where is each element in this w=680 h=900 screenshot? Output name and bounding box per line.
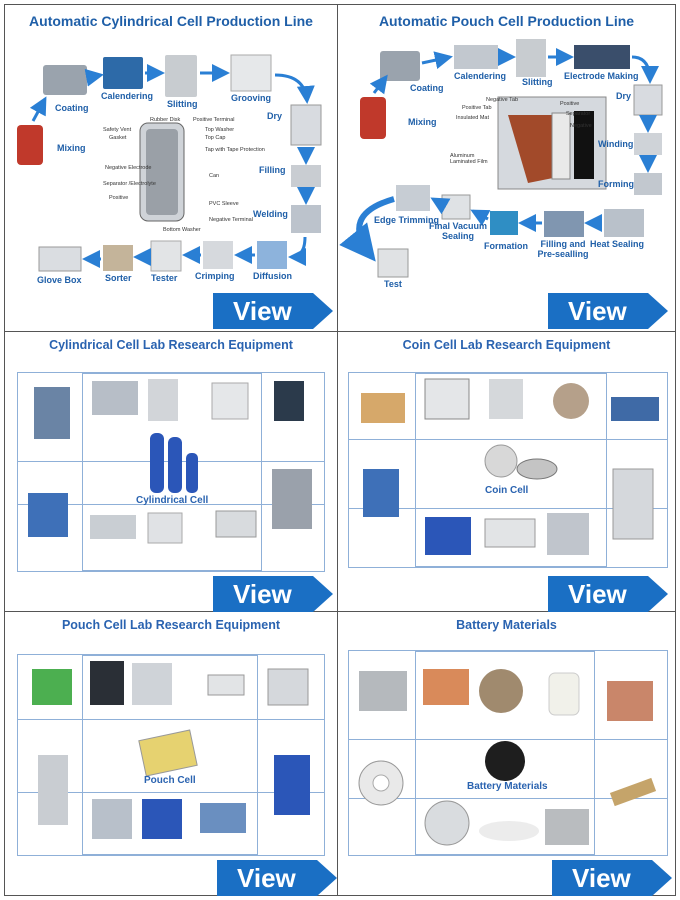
- step-label: Filling: [259, 165, 286, 175]
- page-title: Automatic Cylindrical Cell Production Li…: [29, 13, 313, 29]
- arrow-right-icon: [217, 860, 337, 896]
- part-label: Positive Terminal: [193, 117, 235, 123]
- row-divider-1: [5, 331, 675, 332]
- step-label: Forming: [598, 179, 634, 189]
- part-label: PVC Sleeve: [209, 201, 239, 207]
- part-label: Can: [209, 173, 220, 179]
- view-button[interactable]: View: [548, 293, 668, 329]
- part-label: Separator /Electrolyte: [103, 181, 156, 187]
- part-label: Positive: [560, 101, 580, 107]
- view-button[interactable]: View: [552, 860, 672, 896]
- part-label: Rubber Disk: [150, 117, 181, 123]
- view-button-label: View: [568, 296, 627, 326]
- part-label: Aluminum Laminated Film: [450, 153, 488, 165]
- step-label: Mixing: [57, 143, 86, 153]
- part-label: Positive Tab: [462, 105, 492, 111]
- step-label: Glove Box: [37, 275, 82, 285]
- center-label: Battery Materials: [467, 781, 548, 792]
- part-label: Top Cap: [205, 135, 226, 141]
- material-images: [358, 669, 657, 846]
- part-label: Bottom Washer: [163, 227, 201, 233]
- step-label: Mixing: [408, 117, 437, 127]
- equipment-grid: Coin Cell: [348, 372, 668, 568]
- equipment-images: [28, 379, 312, 544]
- view-button[interactable]: View: [213, 293, 333, 329]
- part-label: Separator: [566, 111, 591, 117]
- equipment-images: [32, 661, 310, 839]
- part-label: Tap with Tape Protection: [205, 147, 265, 153]
- step-label: Welding: [253, 209, 288, 219]
- part-label: Insulated Mat: [456, 115, 490, 121]
- center-label: Coin Cell: [485, 485, 529, 496]
- step-label: Diffusion: [253, 271, 292, 281]
- production-flow-diagram: [17, 54, 322, 272]
- step-label: Sorter: [105, 273, 132, 283]
- step-label: Electrode Making: [564, 71, 639, 81]
- section-title: Cylindrical Cell Lab Research Equipment: [49, 338, 293, 352]
- equipment-grid: Cylindrical Cell: [17, 372, 325, 572]
- center-label: Cylindrical Cell: [136, 495, 209, 506]
- section-title: Battery Materials: [456, 618, 557, 632]
- view-button-label: View: [233, 296, 292, 326]
- step-label: Final Vacuum Sealing: [428, 221, 488, 241]
- part-label: Gasket: [109, 135, 127, 141]
- step-label: Calendering: [101, 91, 154, 101]
- section-title: Pouch Cell Lab Research Equipment: [61, 618, 281, 632]
- step-label: Winding: [598, 139, 634, 149]
- step-label: Filling and Pre-sealling: [537, 239, 589, 259]
- row-divider-2: [5, 611, 675, 612]
- panel-pouch-line[interactable]: Automatic Pouch Cell Production Line: [338, 5, 675, 331]
- view-button[interactable]: View: [548, 576, 668, 612]
- panel-coin-lab[interactable]: Coin Cell Lab Research Equipment Coin Ce…: [338, 332, 675, 612]
- material-grid: Battery Materials: [348, 650, 668, 856]
- part-label: Positive: [109, 195, 129, 201]
- view-button-label: View: [233, 579, 292, 609]
- step-label: Crimping: [195, 271, 235, 281]
- part-label: Negative Tab: [486, 97, 519, 103]
- view-button[interactable]: View: [217, 860, 337, 896]
- panel-pouch-lab[interactable]: Pouch Cell Lab Research Equipment Pouch …: [5, 612, 337, 896]
- step-label: Formation: [484, 241, 528, 251]
- arrow-right-icon: [548, 576, 668, 612]
- step-label: Dry: [616, 91, 632, 101]
- step-label: Dry: [267, 111, 283, 121]
- panel-cylindrical-line[interactable]: Automatic Cylindrical Cell Production Li…: [5, 5, 337, 331]
- step-label: Calendering: [454, 71, 507, 81]
- step-label: Slitting: [167, 99, 198, 109]
- part-label: Negative: [570, 123, 592, 129]
- step-label: Slitting: [522, 77, 553, 87]
- step-label: Heat Sealing: [590, 239, 645, 249]
- column-divider: [337, 5, 338, 895]
- equipment-grid: Pouch Cell: [17, 654, 325, 856]
- step-label: Edge Trimming: [374, 215, 440, 225]
- part-label: Top Washer: [205, 127, 235, 133]
- panel-battery-materials[interactable]: Battery Materials Battery Materials: [338, 612, 675, 896]
- part-label: Negative Terminal: [209, 217, 253, 223]
- arrow-right-icon: [213, 576, 333, 612]
- product-grid: Automatic Cylindrical Cell Production Li…: [4, 4, 676, 896]
- arrow-right-icon: [213, 293, 333, 329]
- equipment-images: [361, 378, 659, 555]
- step-label: Coating: [410, 83, 444, 93]
- step-label: Coating: [55, 103, 89, 113]
- center-label: Pouch Cell: [144, 775, 196, 786]
- step-label: Grooving: [231, 93, 271, 103]
- view-button-label: View: [572, 863, 631, 893]
- page-title: Automatic Pouch Cell Production Line: [378, 13, 635, 29]
- arrow-right-icon: [548, 293, 668, 329]
- production-flow-diagram: [339, 39, 663, 278]
- panel-cylindrical-lab[interactable]: Cylindrical Cell Lab Research Equipment …: [5, 332, 337, 612]
- section-title: Coin Cell Lab Research Equipment: [402, 338, 611, 352]
- step-label: Test: [384, 279, 402, 289]
- view-button-label: View: [237, 863, 296, 893]
- view-button[interactable]: View: [213, 576, 333, 612]
- view-button-label: View: [568, 579, 627, 609]
- arrow-right-icon: [552, 860, 672, 896]
- step-label: Tester: [151, 273, 178, 283]
- part-label: Negative Electrode: [105, 165, 152, 171]
- part-label: Safety Vent: [103, 127, 132, 133]
